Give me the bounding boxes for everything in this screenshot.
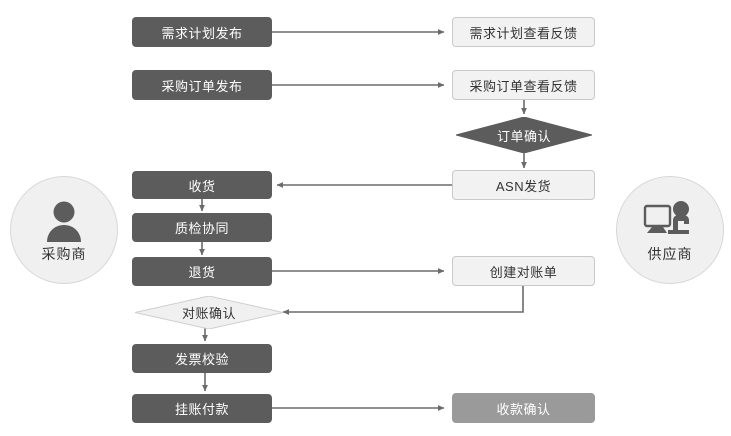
person-at-computer-icon (642, 198, 698, 242)
node-quality-collab[interactable]: 质检协同 (132, 213, 272, 242)
edge-statement-to-confirm (282, 286, 524, 315)
node-create-statement[interactable]: 创建对账单 (452, 256, 595, 286)
node-asn-shipment[interactable]: ASN发货 (452, 170, 595, 200)
node-demand-plan-publish[interactable]: 需求计划发布 (132, 17, 272, 47)
actor-buyer[interactable]: 采购商 (10, 176, 118, 284)
node-order-confirm[interactable]: 订单确认 (456, 117, 592, 153)
node-label: 退货 (188, 265, 216, 280)
person-icon (36, 198, 92, 242)
node-label: 挂账付款 (174, 402, 229, 417)
node-return-goods[interactable]: 退货 (132, 257, 272, 286)
node-label: 发票校验 (174, 352, 229, 367)
node-label: 创建对账单 (489, 264, 558, 280)
node-demand-plan-feedback[interactable]: 需求计划查看反馈 (452, 17, 595, 47)
node-invoice-verify[interactable]: 发票校验 (132, 344, 272, 373)
actor-supplier-label: 供应商 (647, 246, 693, 262)
node-label: 对账确认 (181, 306, 236, 321)
actor-supplier[interactable]: 供应商 (616, 176, 724, 284)
node-receipt-confirm[interactable]: 收款确认 (452, 393, 595, 423)
node-label: 需求计划查看反馈 (469, 25, 578, 41)
node-label: 订单确认 (496, 128, 551, 144)
node-goods-receipt[interactable]: 收货 (132, 171, 272, 199)
node-label: 采购订单发布 (161, 78, 243, 94)
node-po-feedback[interactable]: 采购订单查看反馈 (452, 70, 595, 100)
node-po-publish[interactable]: 采购订单发布 (132, 70, 272, 100)
node-payment-posting[interactable]: 挂账付款 (132, 394, 272, 423)
node-statement-confirm[interactable]: 对账确认 (135, 296, 283, 329)
node-label: 收货 (188, 178, 216, 194)
node-label: 质检协同 (174, 221, 229, 236)
node-label: ASN发货 (495, 178, 552, 194)
node-label: 采购订单查看反馈 (469, 78, 578, 94)
actor-buyer-label: 采购商 (41, 246, 87, 262)
node-label: 需求计划发布 (161, 25, 243, 41)
node-label: 收款确认 (496, 401, 551, 417)
